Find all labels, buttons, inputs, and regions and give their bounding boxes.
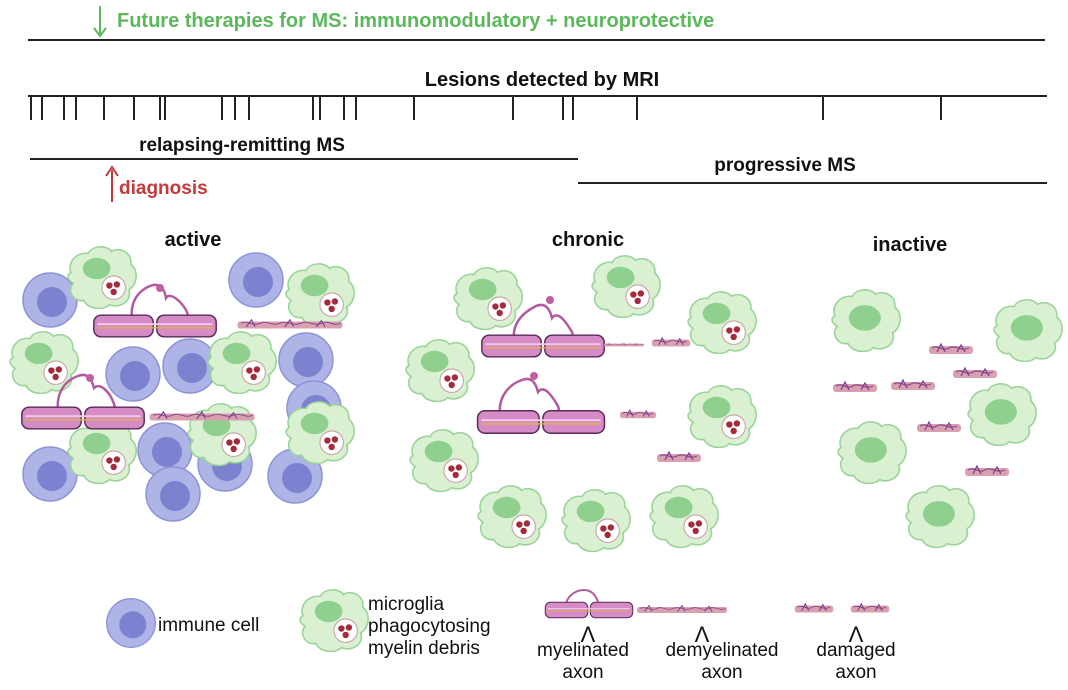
legend-demyelinated-caret: Λ: [695, 622, 710, 647]
myelinated-axon: [20, 373, 256, 430]
microglia-phagocytosing: [285, 263, 355, 326]
progressive-label: progressive MS: [714, 155, 856, 176]
microglia: [967, 383, 1037, 446]
legend-damaged-axon-icon: [850, 603, 890, 614]
legend-myelinated-axon-icon: [544, 588, 728, 619]
inactive-lesion: [831, 289, 1063, 548]
legend-myelinated-caret: Λ: [581, 622, 596, 647]
active-lesion: [9, 246, 355, 522]
microglia-phagocytosing: [687, 291, 757, 354]
microglia-phagocytosing: [591, 255, 661, 318]
microglia-phagocytosing: [687, 385, 757, 448]
microglia: [831, 289, 901, 352]
immune-cell: [145, 466, 201, 522]
damaged-axon-fragment: [952, 367, 998, 379]
active-heading: active: [165, 229, 222, 251]
microglia-phagocytosing: [67, 421, 137, 484]
myelinated-axon: [476, 372, 656, 435]
legend-demyelinated-line2: axon: [701, 662, 742, 683]
myelinated-axon: [480, 296, 691, 358]
damaged-axon-fragment: [832, 381, 878, 393]
legend-myelinated-line2: axon: [562, 662, 603, 683]
chronic-lesion: [405, 255, 757, 552]
legend-microglia-line3: myelin debris: [368, 638, 480, 659]
legend-immune-cell-icon: [106, 598, 156, 648]
legend-demyelinated-line1: demyelinated: [665, 640, 778, 661]
legend-damaged-line2: axon: [835, 662, 876, 683]
immune-cell: [278, 332, 334, 388]
chronic-heading: chronic: [552, 229, 624, 251]
microglia-phagocytosing: [9, 331, 79, 394]
microglia: [905, 485, 975, 548]
legend-microglia-line2: phagocytosing: [368, 616, 491, 637]
legend-damaged-axon-icon: [794, 603, 834, 614]
legend-microglia-line1: microglia: [368, 594, 444, 615]
mri-lesion-ticks: [30, 96, 942, 120]
inactive-heading: inactive: [873, 234, 947, 256]
immune-cell: [162, 338, 218, 394]
microglia-phagocytosing: [561, 489, 631, 552]
microglia-phagocytosing: [207, 331, 277, 394]
microglia-phagocytosing: [285, 401, 355, 464]
damaged-axon-fragment: [890, 379, 936, 391]
future-therapies-arrow: [93, 6, 107, 38]
microglia-phagocytosing: [67, 246, 137, 309]
diagnosis-arrow: [105, 165, 119, 202]
timeline: Future therapies for MS: immunomodulator…: [28, 6, 1047, 202]
damaged-axon-fragment: [964, 465, 1010, 477]
legend-damaged-line1: damaged: [816, 640, 895, 661]
microglia-phagocytosing: [477, 485, 547, 548]
legend-microglia-icon: [299, 589, 369, 652]
legend-myelinated-line1: myelinated: [537, 640, 629, 661]
relapsing-label: relapsing-remitting MS: [139, 135, 345, 156]
legend-immune-cell-label: immune cell: [158, 615, 259, 636]
microglia-phagocytosing: [649, 485, 719, 548]
immune-cell: [105, 346, 161, 402]
future-therapies-label: Future therapies for MS: immunomodulator…: [117, 10, 714, 32]
myelinated-axon: [92, 283, 344, 338]
damaged-axon-fragment: [656, 451, 702, 463]
mri-label: Lesions detected by MRI: [425, 69, 660, 91]
legend: immune cell microglia phagocytosing myel…: [106, 588, 896, 683]
microglia: [837, 421, 907, 484]
diagnosis-label: diagnosis: [119, 178, 208, 199]
microglia-phagocytosing: [453, 267, 523, 330]
legend-damaged-caret: Λ: [849, 622, 864, 647]
damaged-axon-fragment: [928, 343, 974, 355]
microglia-phagocytosing: [409, 429, 479, 492]
microglia-phagocytosing: [405, 339, 475, 402]
microglia: [993, 299, 1063, 362]
microglia-phagocytosing: [187, 403, 257, 466]
damaged-axon-fragment: [916, 421, 962, 433]
immune-cell: [22, 272, 78, 328]
immune-cell: [228, 252, 284, 308]
